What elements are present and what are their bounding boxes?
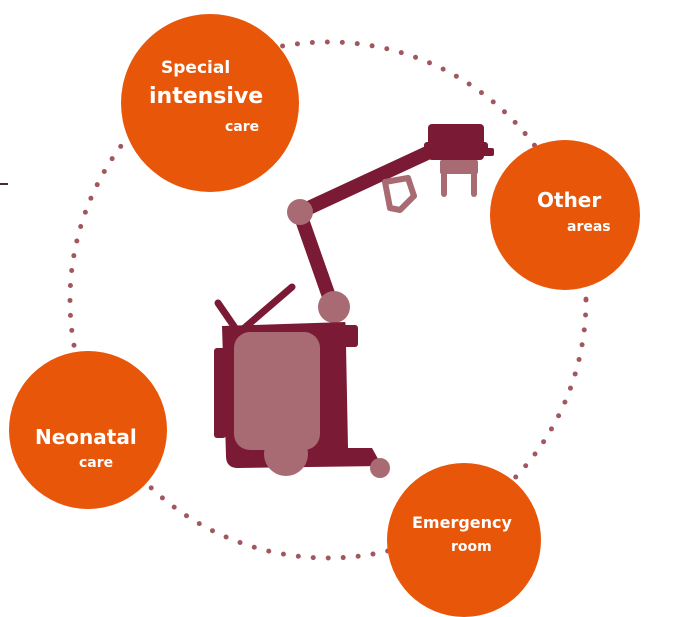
label-other: Other — [537, 188, 602, 212]
bubble-special-intensive-care — [121, 14, 299, 192]
mobile-xray-machine-icon — [214, 124, 494, 478]
dotted-ring — [67, 39, 589, 561]
bubble-label-special-intensive-care: Special intensive care — [121, 14, 299, 192]
label-room: room — [451, 539, 492, 555]
bubble-other-areas — [490, 140, 640, 290]
bubble-label-other-areas: Other areas — [490, 140, 640, 290]
label-areas: areas — [567, 219, 611, 235]
label-special: Special — [161, 58, 231, 78]
bubble-label-emergency-room: Emergency room — [387, 463, 541, 617]
label-neonatal-care: care — [79, 455, 114, 471]
label-emergency: Emergency — [412, 513, 512, 532]
bubble-label-neonatal-care: Neonatal care — [9, 351, 167, 509]
edge-tick-mark — [0, 183, 8, 185]
bubble-neonatal-care — [9, 351, 167, 509]
label-intensive: intensive — [149, 84, 264, 109]
label-care: care — [225, 119, 260, 135]
label-neonatal: Neonatal — [35, 425, 137, 449]
bubble-emergency-room — [387, 463, 541, 617]
